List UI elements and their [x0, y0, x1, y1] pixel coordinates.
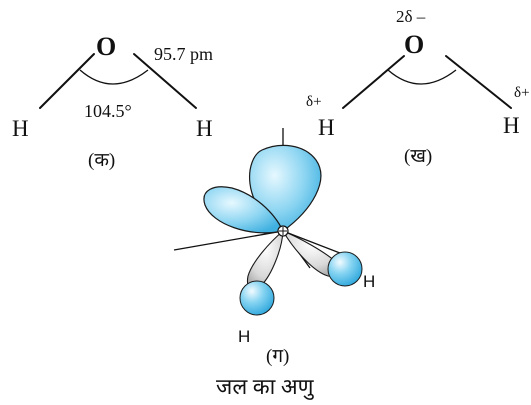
- x-axis-left: [173, 230, 284, 251]
- panel-c-hydrogen-2-label: H: [363, 272, 375, 291]
- panel-b-hydrogen-left-label: H: [318, 115, 335, 140]
- panel-b-bond-left: [342, 55, 405, 109]
- hydrogen-sphere-lower: [239, 280, 275, 316]
- left-hybrid-lobe: [203, 186, 284, 234]
- panel-a-oxygen-label: O: [96, 32, 116, 61]
- panel-b-angle-arc: [387, 69, 457, 85]
- panel-a-caption: (क): [88, 150, 115, 171]
- panel-b-charge-left-label: δ+: [306, 94, 322, 110]
- panel-a-bond-length-label: 95.7 pm: [154, 44, 213, 64]
- panel-a-bond-right: [133, 53, 197, 109]
- panel-a-structure: O 95.7 pm 104.5° H H (क): [12, 32, 213, 171]
- panel-a-hydrogen-right-label: H: [196, 116, 213, 141]
- hydrogen-sphere-right: [327, 251, 363, 287]
- panel-b-oxygen-charge-label: 2δ –: [396, 7, 426, 26]
- panel-a-bond-angle-label: 104.5°: [84, 101, 132, 121]
- bond-lobe-lower: [246, 229, 284, 290]
- panel-a-angle-arc: [79, 69, 149, 85]
- panel-c-hydrogen-1-label: H: [238, 327, 250, 346]
- panel-c-caption: (ग): [266, 346, 289, 367]
- panel-c-orbital-diagram: H H (ग): [173, 128, 375, 367]
- panel-b-caption: (ख): [404, 146, 432, 167]
- panel-b-charge-right-label: δ+: [514, 85, 530, 101]
- panel-b-structure: 2δ – O δ+ δ+ H H (ख): [306, 7, 530, 167]
- figure-caption: जल का अणु: [216, 374, 315, 400]
- panel-a-bond-left: [39, 53, 95, 109]
- panel-a-hydrogen-left-label: H: [12, 116, 29, 141]
- panel-b-oxygen-label: O: [404, 30, 424, 59]
- panel-b-bond-right: [445, 55, 512, 109]
- panel-b-hydrogen-right-label: H: [503, 113, 520, 138]
